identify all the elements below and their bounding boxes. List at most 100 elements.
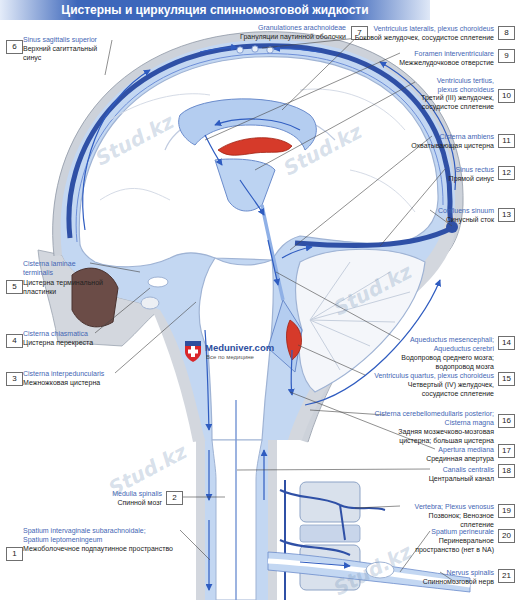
logo-cross: [188, 350, 198, 354]
flow-arrow: [215, 119, 300, 130]
subarachnoid-space: [61, 40, 455, 440]
callout-number: 1: [7, 548, 22, 560]
russian-term: Синусный сток: [374, 216, 494, 225]
callout-number: 16: [499, 415, 514, 427]
russian-term: Прямой синус: [374, 175, 494, 184]
flow-arrow: [291, 350, 293, 395]
fourth-ventricle: [268, 300, 302, 372]
russian-term: Цистерна терминальной пластинки: [23, 279, 111, 296]
flow-arrow: [208, 450, 209, 500]
callout-box: 16: [498, 414, 515, 428]
leader-line: [115, 302, 196, 373]
flow-arrow: [282, 247, 312, 258]
russian-term: Периневральное пространство (нет в NA): [404, 537, 494, 554]
title-text: Цистерны и циркуляция спинномозговой жид…: [0, 3, 430, 17]
arachnoid-granulation: [237, 47, 243, 53]
leader-line: [282, 29, 365, 110]
latin-term: Cisterna laminae terminalis: [23, 260, 89, 277]
callout-number: 19: [499, 505, 514, 517]
callout-box: 19: [498, 504, 515, 518]
logo-shield-top: [185, 341, 201, 346]
callout-box: 10: [498, 89, 515, 103]
intervertebral-disc: [300, 525, 360, 542]
callout-number: 6: [7, 41, 22, 53]
latin-term: Spatium perineurale: [394, 528, 494, 537]
logo-text: Meduniver.com: [205, 342, 305, 353]
callout-number: 4: [7, 335, 22, 347]
spinal-cord: [212, 440, 262, 600]
flow-arrow: [208, 520, 209, 590]
callout-number: 13: [499, 209, 514, 221]
choroid-plexus: [286, 320, 301, 360]
latin-term: Cisterna cerebellomedullaris posterior; …: [374, 410, 494, 427]
russian-term: Боковой желудочек, сосудистое сплетение: [334, 34, 494, 43]
russian-term: Межжелудочковое отверстие: [374, 59, 494, 68]
callout-number: 21: [499, 570, 514, 582]
flow-arrow: [240, 180, 264, 215]
callout-number: 17: [499, 445, 514, 457]
leader-line: [182, 497, 225, 498]
gyrus-line: [100, 188, 170, 200]
latin-term: Cisterna chiasmatica: [23, 330, 123, 339]
callout-box: 8: [498, 26, 515, 40]
leader-line: [95, 288, 150, 333]
leader-line: [105, 40, 112, 75]
latin-term: Spatium intervaginale subarachnoidale; S…: [23, 527, 168, 544]
choroid-plexus: [218, 138, 292, 156]
russian-term: Позвонок; Венозное сплетение: [419, 512, 494, 529]
callout-box: 11: [498, 134, 515, 148]
callout-number: 10: [499, 90, 514, 102]
cerebellum: [296, 249, 425, 392]
leader-line: [310, 410, 385, 415]
callout-number: 15: [499, 373, 514, 385]
latin-term: Sinus rectus: [374, 166, 494, 175]
pituitary: [141, 297, 159, 309]
russian-term: Верхний сагиттальный синус: [23, 45, 108, 62]
callout-number: 11: [499, 135, 514, 147]
logo-tagline: Все по медицине: [206, 354, 306, 361]
callout-number: 2: [167, 492, 182, 504]
latin-term: Ventriculus lateralis, plexus choroideus: [334, 25, 494, 34]
leader-line: [180, 530, 210, 560]
header-bar: [0, 0, 430, 20]
latin-term: Apertura mediana: [394, 446, 494, 455]
callout-box: 17: [498, 444, 515, 458]
gyrus-line: [350, 170, 415, 212]
latin-term: Aqueductus mesencephali; Aqueductus cere…: [399, 336, 494, 353]
leader-line: [255, 82, 415, 170]
callout-number: 12: [499, 167, 514, 179]
straight-sinus: [295, 228, 452, 246]
latin-term: Ventriculus quartus, plexus choroideus: [354, 372, 494, 381]
latin-term: Vertebra; Plexus venosus: [384, 503, 494, 512]
flow-arrow: [300, 562, 350, 566]
russian-term: Третий (III) желудочек, сосудистое сплет…: [394, 94, 494, 111]
latin-term: Nervus spinalis: [394, 569, 494, 578]
flow-arrow: [263, 450, 264, 500]
russian-term: Центральный канал: [394, 475, 494, 484]
latin-term: Cisterna interpeduncularis: [23, 370, 133, 379]
callout-box: 14: [498, 336, 515, 350]
leader-line: [237, 469, 430, 470]
russian-term: Охватывающая цистерна: [374, 142, 494, 151]
sphenoid-sinus: [72, 268, 118, 327]
flow-arrow: [205, 135, 222, 165]
leader-line: [298, 345, 365, 375]
skull-bone: [61, 40, 455, 440]
callout-box: 4: [6, 334, 23, 348]
callout-number: 8: [499, 27, 514, 39]
latin-term: Foramen interventriculare: [374, 50, 494, 59]
latin-term: Ventriculus tertius, plexus choroideus: [416, 77, 494, 94]
callout-number: 18: [499, 465, 514, 477]
arachnoid-granulation: [267, 47, 273, 53]
occipital-bone: [288, 212, 455, 440]
callout-box: 6: [6, 40, 23, 54]
canal-wall: [268, 435, 277, 600]
callout-box: 1: [6, 547, 23, 561]
callout-box: 9: [498, 49, 515, 63]
russian-term: Цистерна перекреста: [23, 339, 123, 348]
russian-term: Водопровод среднего мозга; водопровод мо…: [399, 354, 494, 371]
central-canal: [235, 400, 237, 600]
latin-term: Cisterna ambiens: [374, 133, 494, 142]
canal-wall: [196, 435, 205, 600]
callout-number: 14: [499, 337, 514, 349]
